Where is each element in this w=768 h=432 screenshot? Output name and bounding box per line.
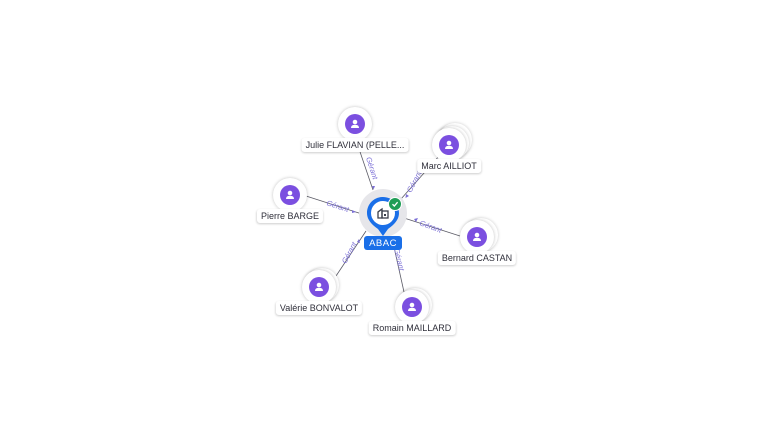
company-name[interactable]: ABAC [364, 236, 402, 250]
person-name[interactable]: Julie FLAVIAN (PELLE... [301, 138, 409, 152]
edge-valerie: Gérant [335, 230, 367, 277]
person-avatar[interactable] [302, 270, 336, 304]
person-avatar[interactable] [432, 128, 466, 162]
person-name[interactable]: Marc AILLIOT [417, 159, 481, 173]
person-icon [408, 302, 416, 311]
person-icon [286, 190, 294, 199]
svg-text:Gérant: Gérant [325, 198, 350, 214]
person-name[interactable]: Pierre BARGE [256, 209, 324, 223]
building-icon [377, 207, 389, 219]
person-avatar[interactable] [460, 220, 494, 254]
svg-text:Gérant: Gérant [340, 240, 359, 265]
person-name[interactable]: Valérie BONVALOT [275, 301, 363, 315]
svg-text:Gérant: Gérant [364, 156, 380, 181]
person-icon [351, 119, 359, 128]
person-avatar[interactable] [395, 290, 429, 324]
edge-bernard: Gérant [403, 217, 461, 237]
check-icon [388, 197, 402, 211]
person-avatar[interactable] [338, 107, 372, 141]
svg-text:Gérant: Gérant [418, 218, 443, 235]
person-icon [473, 232, 481, 241]
person-name[interactable]: Romain MAILLARD [368, 321, 456, 335]
svg-text:Gérant: Gérant [392, 247, 407, 272]
person-icon [315, 282, 323, 291]
person-icon [445, 140, 453, 149]
person-avatar[interactable] [273, 178, 307, 212]
person-name[interactable]: Bernard CASTAN [437, 251, 517, 265]
